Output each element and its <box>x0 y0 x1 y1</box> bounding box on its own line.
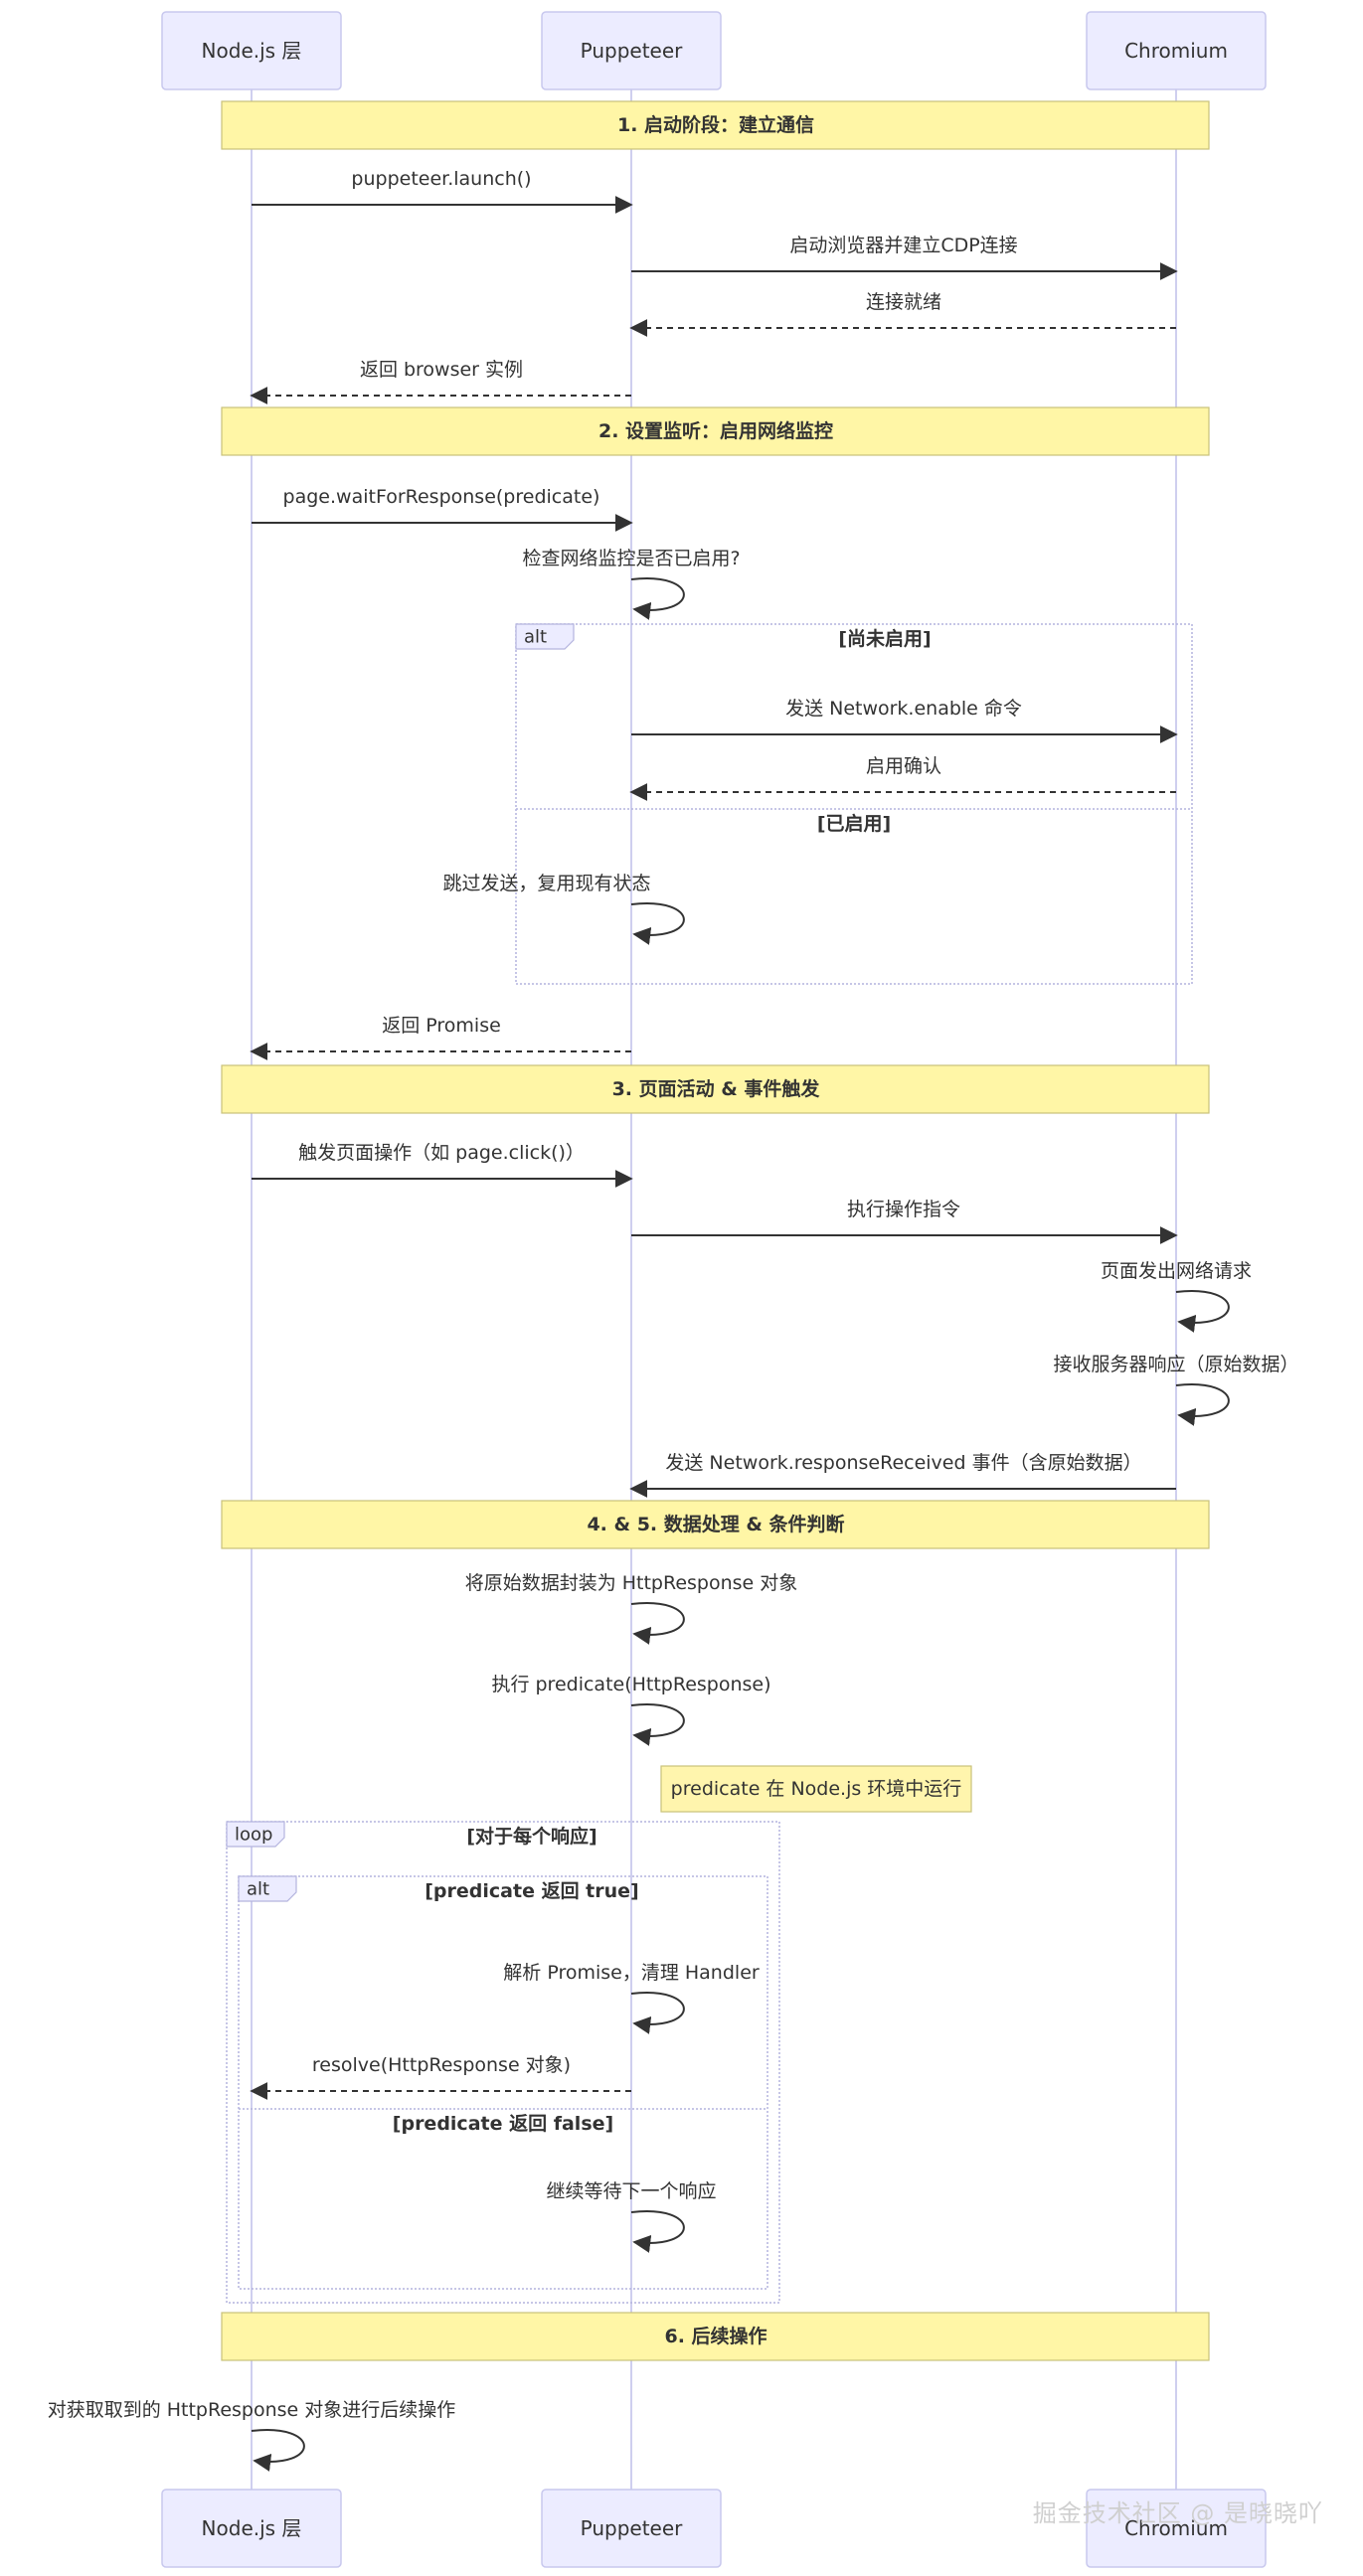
phase-banner-5 <box>221 2312 1210 2361</box>
message-label-15: 将原始数据封装为 HttpResponse 对象 <box>465 1572 798 1594</box>
self-message-17 <box>630 1992 685 2034</box>
self-message-15 <box>630 1602 685 1645</box>
message-label-18: resolve(HttpResponse 对象) <box>312 2054 571 2076</box>
actor-top-label-2: Chromium <box>1124 39 1228 63</box>
alt-fragment-1-tag: alt <box>524 627 547 648</box>
message-label-0: puppeteer.launch() <box>351 168 531 190</box>
actor-bottom-1 <box>541 2489 722 2568</box>
actor-bottom-label-2: Chromium <box>1124 2516 1228 2540</box>
message-label-14: 发送 Network.responseReceived 事件（含原始数据） <box>665 1452 1141 1474</box>
message-label-10: 触发页面操作（如 page.click()） <box>298 1142 585 1164</box>
actor-bottom-0 <box>161 2489 342 2568</box>
self-message-19 <box>630 2210 685 2253</box>
actor-top-label-0: Node.js 层 <box>202 39 302 63</box>
phase-banner-4 <box>221 1500 1210 1549</box>
message-label-17: 解析 Promise，清理 Handler <box>503 1962 760 1984</box>
message-label-9: 返回 Promise <box>382 1015 501 1037</box>
actor-top-1 <box>541 11 722 90</box>
message-label-3: 返回 browser 实例 <box>360 359 523 381</box>
loop-fragment-tag: loop <box>235 1825 272 1846</box>
loop-fragment <box>226 1821 780 2304</box>
loop-fragment-condition: [对于每个响应] <box>466 1825 596 1848</box>
self-message-8 <box>630 902 685 945</box>
alt-fragment-2 <box>238 1875 768 2290</box>
actor-bottom-label-0: Node.js 层 <box>202 2516 302 2540</box>
self-message-12 <box>1175 1290 1230 1333</box>
message-label-1: 启动浏览器并建立CDP连接 <box>789 235 1017 256</box>
message-label-8: 跳过发送，复用现有状态 <box>442 873 650 894</box>
alt-fragment-1 <box>515 623 1193 985</box>
phase-banner-3 <box>221 1064 1210 1114</box>
message-label-7: 启用确认 <box>866 755 941 777</box>
note-box <box>660 1765 972 1813</box>
alt-fragment-1-tab <box>515 623 575 650</box>
actor-bottom-2 <box>1086 2489 1267 2568</box>
self-message-20 <box>251 2429 305 2472</box>
loop-fragment-tab <box>226 1821 285 1848</box>
phase-label-3: 3. 页面活动 & 事件触发 <box>612 1077 821 1100</box>
phase-label-1: 1. 启动阶段：建立通信 <box>617 113 814 136</box>
message-label-11: 执行操作指令 <box>847 1199 960 1220</box>
alt-fragment-2-condition-2: [predicate 返回 false] <box>393 2113 613 2135</box>
message-label-20: 对获取取到的 HttpResponse 对象进行后续操作 <box>48 2399 456 2421</box>
message-label-5: 检查网络监控是否已启用? <box>522 548 740 569</box>
phase-banner-1 <box>221 100 1210 150</box>
phase-label-2: 2. 设置监听：启用网络监控 <box>598 419 833 442</box>
self-message-13 <box>1175 1383 1230 1426</box>
actor-top-0 <box>161 11 342 90</box>
phase-banner-2 <box>221 406 1210 456</box>
actor-bottom-label-1: Puppeteer <box>581 2516 684 2540</box>
message-label-4: page.waitForResponse(predicate) <box>283 486 600 508</box>
actor-top-label-1: Puppeteer <box>581 39 684 63</box>
message-label-13: 接收服务器响应（原始数据） <box>1053 1354 1298 1375</box>
alt-fragment-1-condition-2: [已启用] <box>817 812 891 835</box>
message-label-19: 继续等待下一个响应 <box>546 2180 716 2202</box>
message-label-2: 连接就绪 <box>866 291 941 313</box>
self-message-5 <box>630 577 685 620</box>
note-label: predicate 在 Node.js 环境中运行 <box>671 1778 962 1800</box>
self-message-16 <box>630 1703 685 1746</box>
phase-label-5: 6. 后续操作 <box>664 2325 767 2347</box>
message-label-6: 发送 Network.enable 命令 <box>785 698 1022 720</box>
alt-fragment-2-condition: [predicate 返回 true] <box>425 1880 639 1902</box>
message-label-16: 执行 predicate(HttpResponse) <box>491 1674 770 1695</box>
message-label-12: 页面发出网络请求 <box>1101 1260 1252 1282</box>
watermark: 掘金技术社区 @ 是晓晓吖 <box>1032 2499 1323 2527</box>
alt-fragment-1-condition: [尚未启用] <box>838 627 931 650</box>
actor-top-2 <box>1086 11 1267 90</box>
alt-fragment-2-tab <box>238 1875 297 1902</box>
phase-label-4: 4. & 5. 数据处理 & 条件判断 <box>587 1513 844 1535</box>
alt-fragment-2-tag: alt <box>247 1879 269 1900</box>
